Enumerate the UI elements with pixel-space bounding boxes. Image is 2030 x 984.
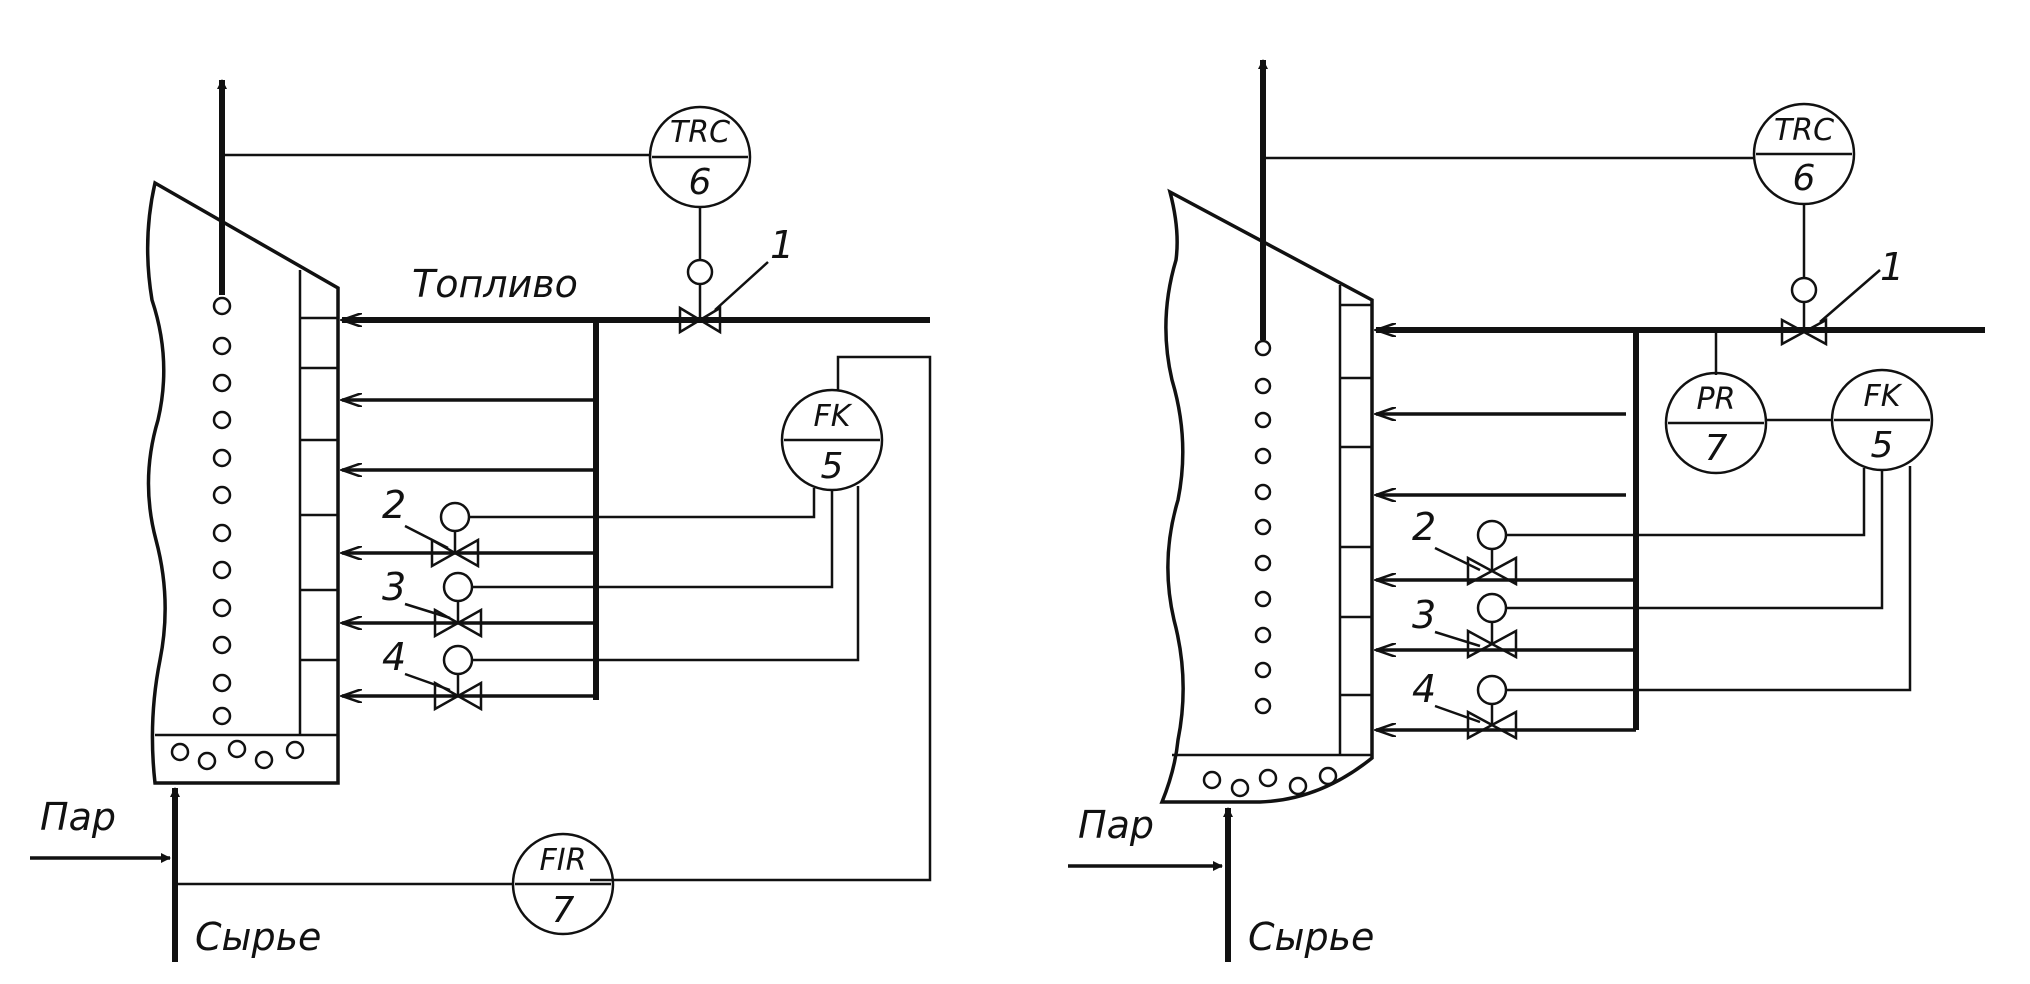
left-fir-instrument: FIR 7 (511, 832, 615, 936)
left-valve-1-number: 1 (770, 223, 794, 267)
right-fk-tag: FK (1864, 379, 1903, 414)
left-furnace-outline (145, 180, 340, 785)
left-fk-instrument: FK 5 (780, 388, 884, 492)
right-control-valve-3 (1466, 592, 1518, 660)
right-valve-2-number: 2 (1412, 505, 1436, 549)
right-pr-tag: PR (1697, 382, 1736, 417)
right-fk-instrument: FK 5 (1830, 368, 1934, 472)
left-trc-tag: TRC (670, 115, 730, 150)
left-control-valve-4 (433, 644, 483, 712)
right-trc-number: 6 (1793, 158, 1816, 199)
right-valve-1-number: 1 (1880, 245, 1904, 289)
right-trc-instrument: TRC 6 (1752, 102, 1856, 206)
right-control-valve-1 (1780, 276, 1828, 347)
right-valve-4-number: 4 (1412, 667, 1436, 711)
left-coil-tubes (170, 296, 305, 771)
left-scheme: TRC 6 1 Топливо (30, 79, 932, 962)
left-burner-wall (155, 270, 338, 737)
right-control-valve-2 (1466, 519, 1518, 587)
right-valve-3-number: 3 (1412, 593, 1436, 637)
right-pr-instrument: PR 7 (1664, 371, 1768, 475)
left-valve-4-number: 4 (382, 635, 406, 679)
right-furnace-outline (1159, 188, 1374, 804)
left-fk-tag: FK (814, 399, 853, 434)
left-feed-label: Сырье (195, 915, 321, 959)
right-feed-label: Сырье (1248, 915, 1374, 959)
left-valve-3-number: 3 (382, 565, 406, 609)
right-burner-wall (1172, 285, 1372, 757)
left-control-valve-3 (433, 571, 483, 639)
left-fir-number: 7 (552, 890, 575, 931)
left-fir-tag: FIR (540, 843, 587, 878)
right-steam-label: Пар (1078, 803, 1154, 847)
right-coil-tubes (1202, 339, 1338, 798)
left-trc-instrument: TRC 6 (648, 105, 752, 209)
left-valve-2-number: 2 (382, 483, 406, 527)
left-steam-label: Пар (40, 795, 116, 839)
right-fk-number: 5 (1871, 425, 1894, 466)
left-control-valve-1 (678, 258, 722, 335)
left-fuel-label: Топливо (412, 262, 578, 306)
right-pr-number: 7 (1705, 428, 1728, 469)
right-trc-tag: TRC (1774, 113, 1834, 148)
left-fk-number: 5 (821, 446, 844, 487)
right-scheme: TRC 6 1 PR 7 FK 5 (1068, 59, 1985, 962)
left-trc-number: 6 (689, 162, 712, 203)
left-control-valve-2 (430, 501, 480, 569)
